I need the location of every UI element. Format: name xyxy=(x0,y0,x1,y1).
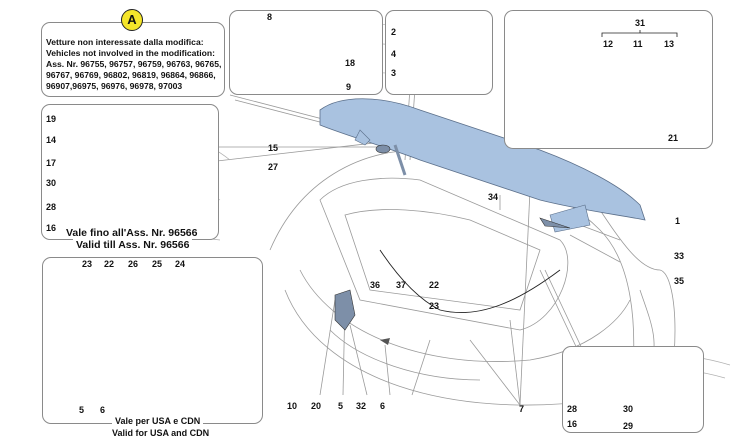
part-label: 5 xyxy=(79,405,85,415)
caption-usa-it: Vale per USA e CDN xyxy=(112,416,204,427)
inset-seals xyxy=(504,10,713,149)
inset-valid-till xyxy=(41,104,219,240)
part-label: 22 xyxy=(104,259,115,269)
inset-rear-duct xyxy=(562,346,704,433)
part-label: 36 xyxy=(370,280,381,290)
part-label: 20 xyxy=(311,401,322,411)
part-label: 37 xyxy=(396,280,407,290)
part-label: 4 xyxy=(391,49,397,59)
note-line-5: 96907,96975, 96976, 96978, 97003 xyxy=(46,81,183,91)
gas-strut-part xyxy=(393,144,407,176)
note-line-1: Vetture non interessate dalla modifica: xyxy=(46,37,204,47)
caption-valid-till-it: Vale fino all'Ass. Nr. 96566 xyxy=(63,227,201,239)
plug-part xyxy=(375,144,391,154)
part-label: 30 xyxy=(46,178,57,188)
part-label: 23 xyxy=(429,301,440,311)
part-label: 16 xyxy=(46,223,57,233)
inset-usa-cdn xyxy=(42,257,263,424)
inset-latch xyxy=(229,10,383,95)
clip-32-part xyxy=(380,338,390,345)
front-trunk-outline xyxy=(319,177,569,331)
part-label: 7 xyxy=(519,404,525,414)
part-label: 11 xyxy=(633,39,643,49)
part-label: 13 xyxy=(664,39,675,49)
caption-valid-till-en: Valid till Ass. Nr. 96566 xyxy=(73,239,193,251)
cable-part xyxy=(379,249,561,314)
note-line-3: Ass. Nr. 96755, 96757, 96759, 96763, 967… xyxy=(46,59,222,69)
part-label: 31 xyxy=(635,18,646,28)
part-label: 35 xyxy=(674,276,685,286)
part-label: 29 xyxy=(623,421,634,431)
part-label: 15 xyxy=(268,143,279,153)
part-label: 2 xyxy=(391,27,397,37)
part-label: 21 xyxy=(668,133,679,143)
part-label: 18 xyxy=(345,58,356,68)
part-label: 1 xyxy=(675,216,681,226)
part-label: 5 xyxy=(338,401,344,411)
inset-hinge xyxy=(385,10,493,95)
note-box xyxy=(41,22,225,97)
part-label: 24 xyxy=(175,259,186,269)
latch-part xyxy=(334,289,356,331)
note-line-4: 96767, 96769, 96802, 96819, 96864, 96866… xyxy=(46,70,216,80)
part-label: 23 xyxy=(82,259,93,269)
caption-usa-en: Valid for USA and CDN xyxy=(109,428,213,439)
part-label: 17 xyxy=(46,158,57,168)
part-label: 12 xyxy=(603,39,614,49)
part-label: 33 xyxy=(674,251,685,261)
part-label: 8 xyxy=(267,12,273,22)
part-label: 6 xyxy=(380,401,386,411)
part-label: 32 xyxy=(356,401,367,411)
part-label: 30 xyxy=(623,404,634,414)
note-badge-a: A xyxy=(121,9,143,31)
part-label: 14 xyxy=(46,135,57,145)
part-label: 3 xyxy=(391,68,397,78)
part-label: 19 xyxy=(46,114,57,124)
part-label: 26 xyxy=(128,259,139,269)
part-label: 10 xyxy=(287,401,298,411)
note-line-2: Vehicles not involved in the modificatio… xyxy=(46,48,216,58)
part-label: 25 xyxy=(152,259,163,269)
part-label: 28 xyxy=(46,202,57,212)
part-label: 28 xyxy=(567,404,578,414)
part-label: 22 xyxy=(429,280,440,290)
part-label: 34 xyxy=(488,192,499,202)
part-label: 9 xyxy=(346,82,352,92)
part-label: 27 xyxy=(268,162,279,172)
part-label: 6 xyxy=(100,405,106,415)
part-label: 16 xyxy=(567,419,578,429)
